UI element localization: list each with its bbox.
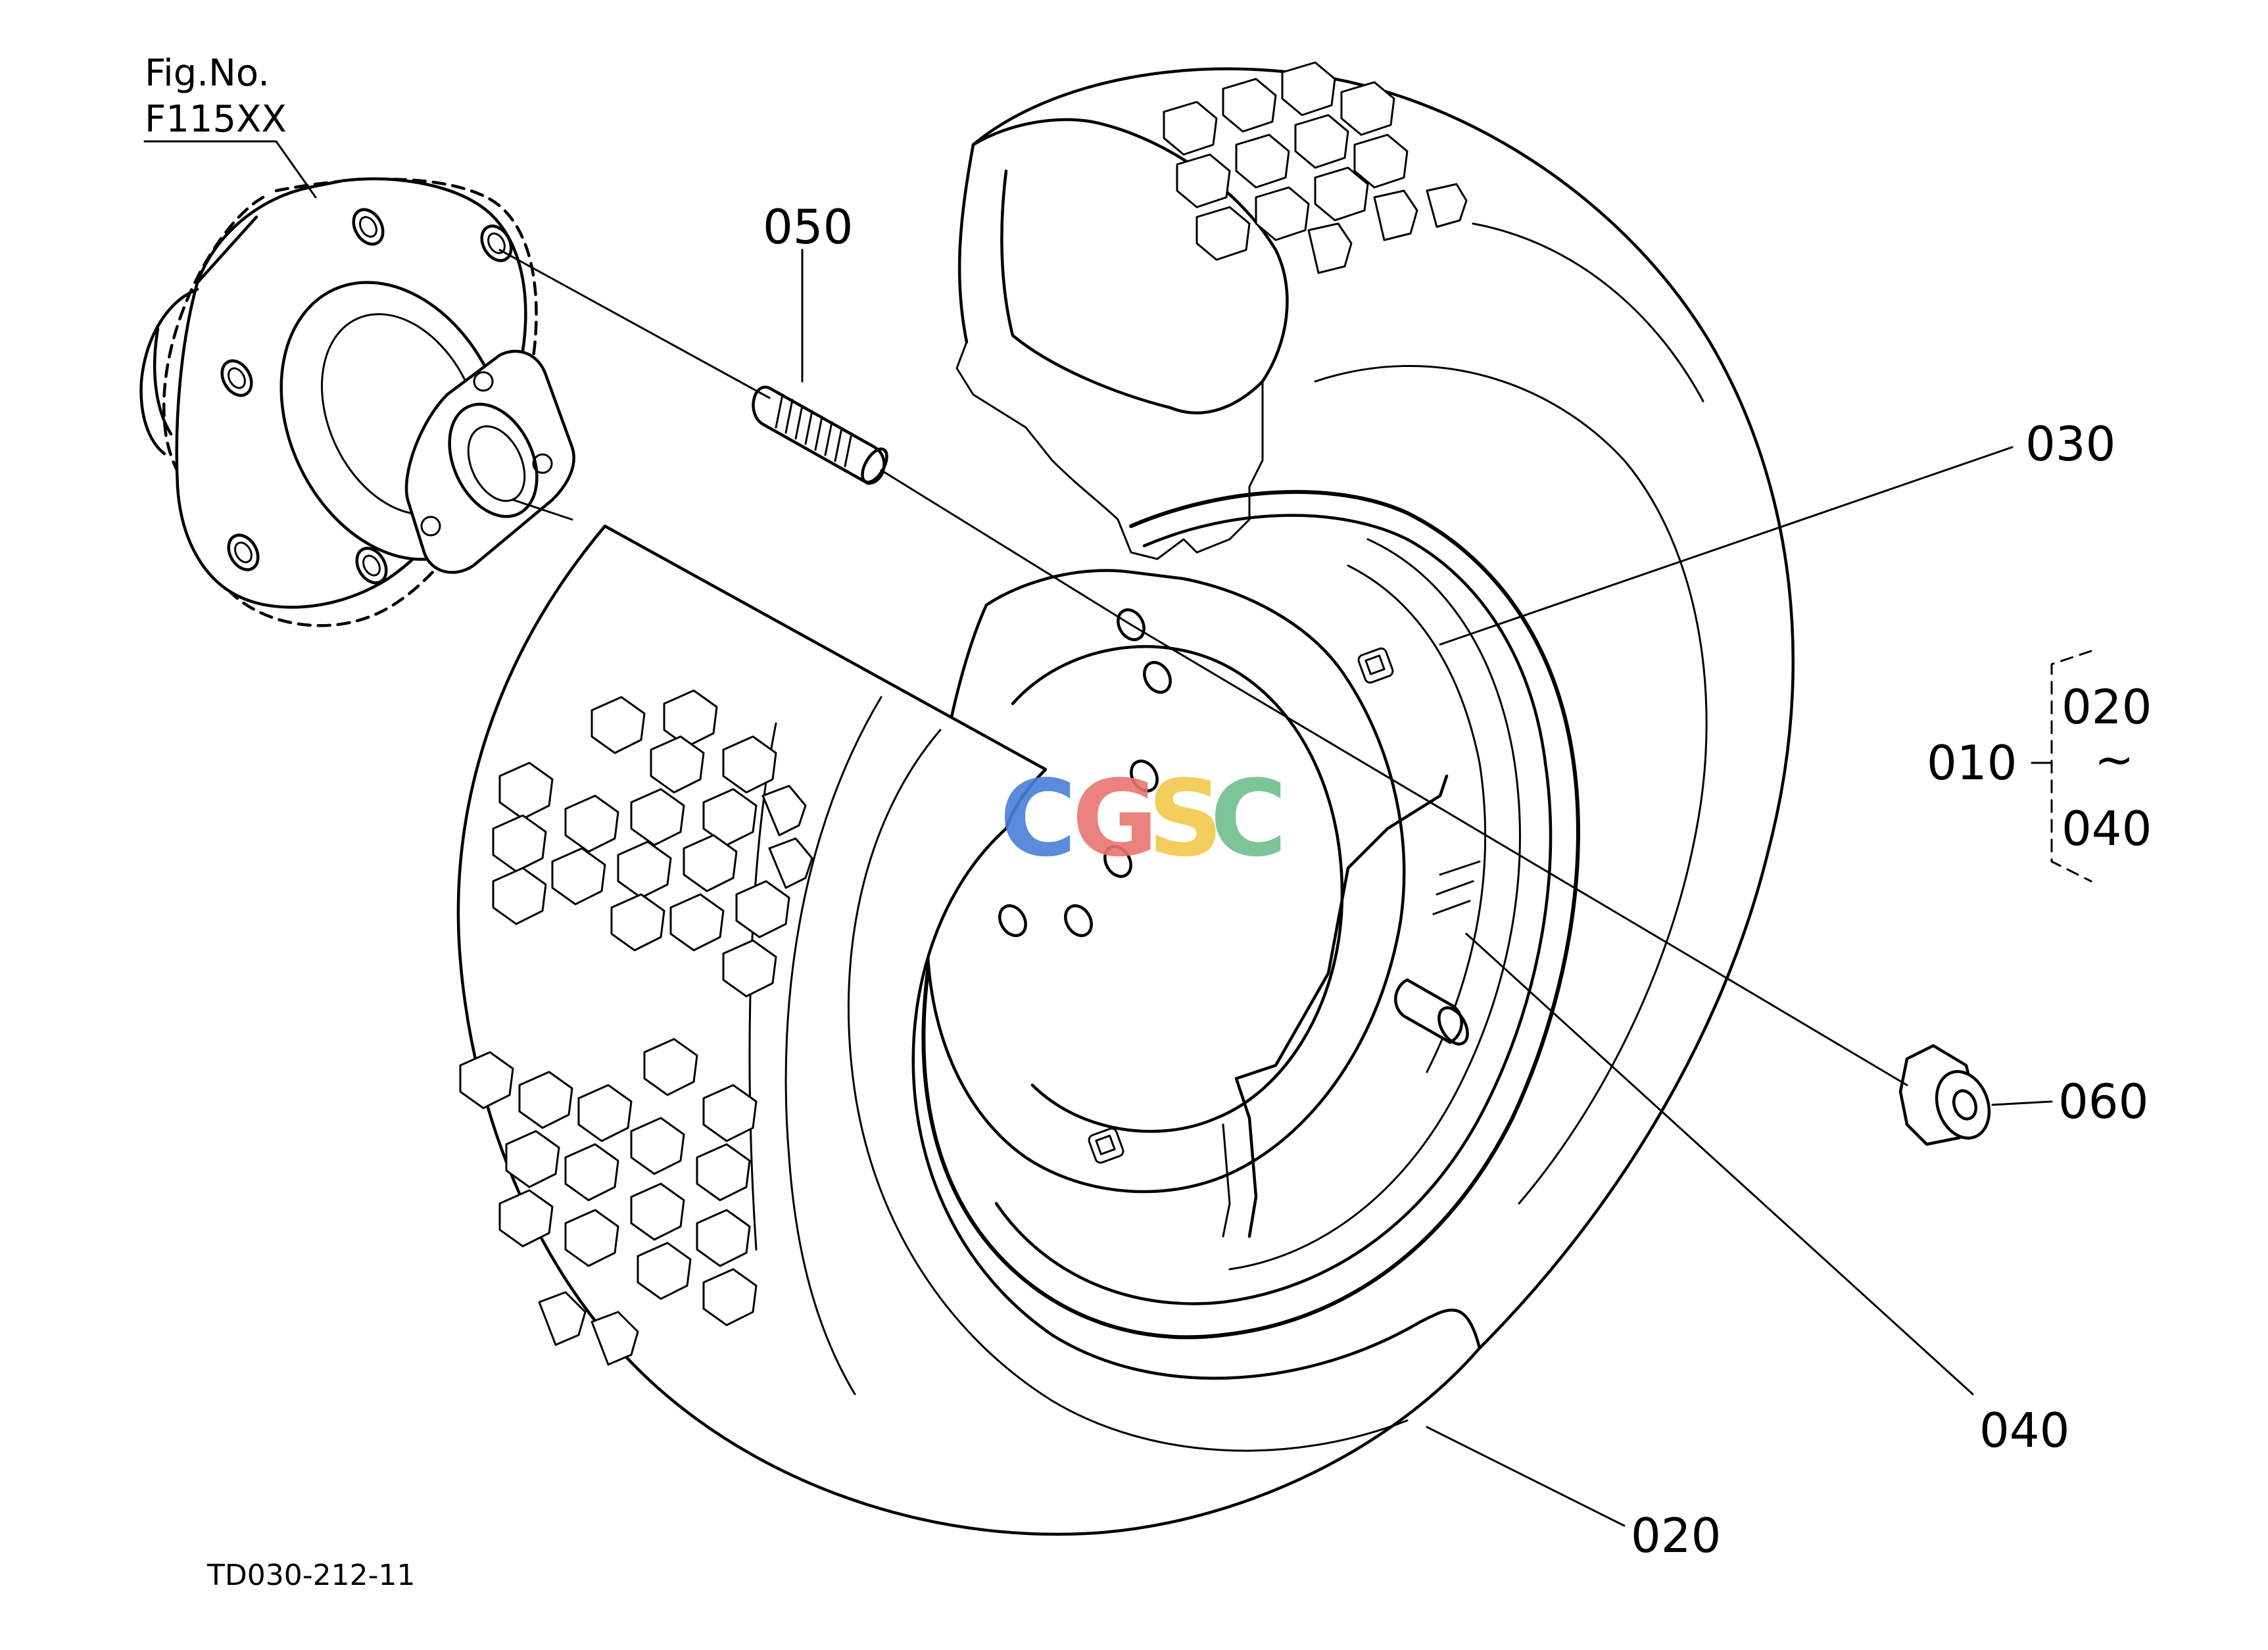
callout-040: 040 — [1979, 1403, 2069, 1458]
hub-mount-plate — [404, 349, 575, 574]
watermark-letter-s: S — [1147, 757, 1223, 880]
fig-label: Fig.No. — [145, 52, 270, 95]
rim-ribs — [1432, 860, 1481, 915]
tire-lower-sidewall — [847, 729, 1409, 1452]
flange-bolt-holes — [220, 208, 513, 585]
stud-bolt — [752, 385, 888, 485]
callout-050: 050 — [763, 199, 853, 255]
watermark-letter-c2: C — [1210, 757, 1287, 880]
tire-upper-bead — [955, 341, 1264, 560]
plate-hole-3 — [420, 516, 441, 537]
tire-upper-section — [955, 61, 1795, 1350]
rim-slot-2 — [1088, 1127, 1124, 1164]
watermark-letter-g: G — [1072, 757, 1158, 880]
upper-tread-lugs — [1163, 61, 1468, 274]
callout-030: 030 — [2025, 416, 2115, 472]
rim-well-line-2 — [1347, 564, 1487, 1073]
leader-060 — [1991, 1100, 2053, 1106]
tire-upper-inner-wall — [1000, 169, 1265, 414]
watermark-letter-c1: C — [1000, 757, 1076, 880]
callout-060: 060 — [2058, 1074, 2148, 1129]
callout-020: 020 — [1631, 1508, 1721, 1563]
callout-010: 010 — [1927, 735, 2017, 790]
axis-rim-to-nut — [1130, 623, 1908, 1086]
leader-020 — [1426, 1426, 1626, 1527]
tire-upper-outer — [971, 67, 1795, 1350]
bracket-010 — [2050, 650, 2092, 883]
rim-well-line — [1228, 538, 1521, 1271]
callout-020-range-start: 020 — [2062, 679, 2152, 735]
tire-sidewall-line — [1314, 365, 1708, 1205]
leader-lines — [498, 249, 2092, 1527]
fig-number: F115XX — [145, 98, 287, 141]
wheel-hub — [139, 140, 575, 627]
drawing-code: TD030-212-11 — [206, 1559, 415, 1592]
rim-slot-1 — [1357, 647, 1394, 684]
rim-center-disc — [925, 569, 1406, 1194]
disc-bolt-holes — [998, 608, 1172, 937]
axis-hub-to-stud — [498, 249, 771, 399]
rim-flange-inner — [994, 514, 1553, 1305]
tire-lower-groove — [784, 696, 882, 1395]
valve-stem — [1394, 978, 1463, 1044]
hub-dashed-rim — [162, 178, 538, 627]
tire-shoulder-line — [1472, 222, 1704, 402]
watermark: C G S C — [1000, 757, 1287, 880]
plate-hole-2 — [532, 453, 553, 474]
leader-030 — [1439, 446, 2014, 646]
wheel-nut — [1898, 1044, 1991, 1146]
stud-threads — [775, 393, 853, 468]
callout-range-tilde: ~ — [2094, 732, 2134, 787]
hub-back-cylinder — [139, 215, 258, 456]
lower-tread-lugs — [459, 689, 813, 1366]
rim-disc-profile — [1234, 774, 1449, 1238]
hub-axis-stub — [512, 498, 573, 521]
callout-040-range-end: 040 — [2062, 801, 2152, 856]
rim — [921, 490, 1580, 1340]
rim-outer-flange — [921, 490, 1580, 1340]
fig-leader — [143, 140, 317, 199]
hub-bore — [448, 402, 539, 518]
axis-stud-to-rim — [880, 469, 1132, 626]
tire-lower-section — [456, 524, 1482, 1536]
plate-hole-1 — [473, 371, 494, 392]
leader-040 — [1465, 933, 1974, 1395]
